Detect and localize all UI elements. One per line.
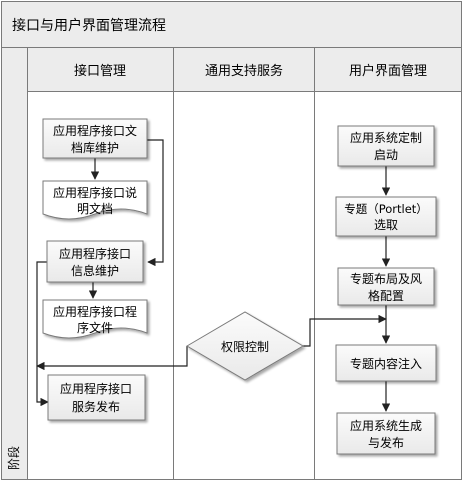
node-system-generate-line1: 应用系统生成 [350, 418, 422, 433]
arrow-doc-maintain-to-info-maintain [147, 139, 164, 267]
lane-label-support: 通用支持服务 [205, 63, 283, 79]
lane-label-ui: 用户界面管理 [349, 63, 427, 79]
arrow-permission-to-interface [36, 346, 188, 371]
connectors [36, 139, 391, 412]
node-service-publish [47, 374, 146, 421]
node-api-file [42, 299, 148, 339]
node-api-doc-line2: 明文档 [77, 201, 113, 216]
lane-header-interface [27, 47, 174, 92]
line-info-maintain-side [36, 261, 49, 407]
node-layout-style [337, 267, 435, 306]
node-api-file-line1: 应用程序接口程 [53, 304, 137, 319]
node-layout-style-line1: 专题布局及风 [350, 271, 422, 286]
stage-label: 阶段 [6, 446, 21, 470]
node-system-generate [336, 412, 436, 455]
node-api-file-line2: 序文件 [77, 320, 113, 335]
lane-header-support [173, 47, 315, 92]
lane-label-interface: 接口管理 [74, 63, 126, 79]
node-content-inject-label: 专题内容注入 [350, 356, 422, 371]
node-portlet-select-line2: 选取 [374, 218, 398, 232]
node-system-start-line1: 应用系统定制 [350, 130, 422, 145]
node-system-start-line2: 启动 [374, 148, 398, 162]
lane-body-ui [314, 91, 462, 480]
node-system-generate-line2: 与发布 [368, 435, 404, 450]
node-portlet-select [335, 196, 437, 237]
node-service-publish-line1: 应用程序接口 [60, 381, 132, 396]
node-permission [186, 311, 304, 381]
node-doc-maintain [42, 118, 148, 159]
node-system-start [337, 125, 435, 167]
node-layout-style-line2: 格配置 [368, 288, 404, 303]
node-info-maintain-line1: 应用程序接口 [59, 246, 131, 261]
stage-column [1, 47, 28, 480]
node-info-maintain [46, 240, 144, 283]
diagram-title: 接口与用户界面管理流程 [12, 17, 166, 34]
node-portlet-select-line1: 专题（Portlet） [344, 202, 428, 216]
node-api-doc [42, 180, 148, 220]
title-bar [1, 1, 462, 48]
arrow-permission-to-layout [303, 314, 387, 347]
node-content-inject [335, 344, 437, 382]
node-info-maintain-line2: 信息维护 [71, 263, 119, 278]
node-doc-maintain-line2: 档库维护 [71, 140, 119, 155]
node-permission-label: 权限控制 [221, 340, 269, 354]
node-api-doc-line1: 应用程序接口说 [53, 185, 137, 200]
node-service-publish-line2: 服务发布 [72, 399, 120, 414]
node-doc-maintain-line1: 应用程序接口文 [53, 123, 137, 138]
